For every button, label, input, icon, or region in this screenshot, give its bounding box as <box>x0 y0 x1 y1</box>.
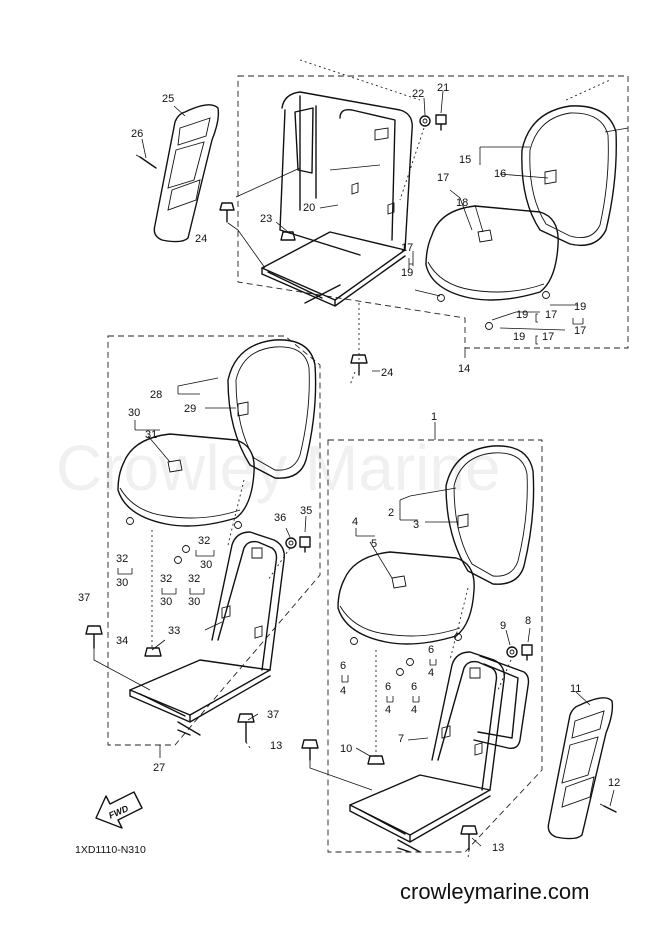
site-credit: crowleymarine.com <box>400 879 590 904</box>
assembly-14-boundary <box>237 75 629 349</box>
callout-4-b: 4 <box>340 685 346 697</box>
callout-23: 23 <box>260 213 272 225</box>
callout-7: 7 <box>398 733 404 745</box>
leader-lines-top <box>141 90 629 372</box>
callout-6-c: 6 <box>385 681 391 693</box>
frame-part-7 <box>349 651 530 853</box>
callout-37-b: 37 <box>267 709 279 721</box>
callout-30-c: 30 <box>116 577 128 589</box>
callout-15: 15 <box>459 154 471 166</box>
callout-24-top: 24 <box>195 233 207 245</box>
frame-part-33 <box>129 531 285 736</box>
callout-30-b: 30 <box>200 559 212 571</box>
leader-lines-right <box>309 422 615 847</box>
side-panel-part-25 <box>153 104 220 243</box>
callout-10: 10 <box>340 743 352 755</box>
assembly-27-boundary <box>107 335 321 746</box>
callout-33: 33 <box>168 625 180 637</box>
side-panel-part-11 <box>547 697 614 840</box>
callout-26: 26 <box>131 128 143 140</box>
callout-4-a: 4 <box>428 667 434 679</box>
callout-32-c: 32 <box>160 573 172 585</box>
callout-19-a: 19 <box>401 267 413 279</box>
seat-cushion-part-17 <box>425 205 559 330</box>
frame-part-20 <box>261 91 413 307</box>
callout-20: 20 <box>303 202 315 214</box>
callout-24-bottom: 24 <box>381 367 393 379</box>
callout-numbers: 25 26 22 21 24 23 20 15 16 17 18 17 19 1… <box>78 82 620 854</box>
callout-5: 5 <box>371 538 377 550</box>
callout-6-b: 6 <box>340 660 346 672</box>
callout-13-b: 13 <box>492 842 504 854</box>
callout-25: 25 <box>162 93 174 105</box>
seat-cushion-part-4 <box>337 551 475 676</box>
callout-12: 12 <box>608 777 620 789</box>
callout-30-e: 30 <box>188 596 200 608</box>
callout-17-b: 17 <box>401 242 413 254</box>
callout-34: 34 <box>116 635 128 647</box>
callout-11: 11 <box>570 683 581 695</box>
callout-17-d: 17 <box>545 309 557 321</box>
callout-2: 2 <box>388 507 394 519</box>
callout-22: 22 <box>412 88 424 100</box>
callout-19-b: 19 <box>574 301 586 313</box>
callout-36: 36 <box>274 512 286 524</box>
callout-35: 35 <box>300 505 312 517</box>
watermark: Crowley Marine <box>56 432 501 504</box>
callout-19-c: 19 <box>516 309 528 321</box>
callout-30-d: 30 <box>160 596 172 608</box>
assembly-1-boundary <box>327 439 543 853</box>
fwd-arrow-icon: FWD <box>95 791 143 829</box>
leader-lines-left <box>93 377 307 758</box>
callout-brackets <box>117 258 584 703</box>
callout-17-a: 17 <box>437 172 449 184</box>
callout-17-e: 17 <box>542 331 554 343</box>
callout-4-top: 4 <box>352 516 358 528</box>
callout-32-d: 32 <box>188 573 200 585</box>
callout-6-a: 6 <box>428 644 434 656</box>
callout-17-c: 17 <box>574 325 586 337</box>
callout-18: 18 <box>456 197 468 209</box>
callout-4-c: 4 <box>385 704 391 716</box>
callout-29: 29 <box>184 403 196 415</box>
callout-27: 27 <box>153 762 165 774</box>
callout-37-a: 37 <box>78 592 90 604</box>
drawing-code: 1XD1110-N310 <box>75 844 146 856</box>
callout-9: 9 <box>500 620 506 632</box>
seat-cushion-part-30 <box>117 433 255 564</box>
assembly-lines-top <box>299 59 611 386</box>
callout-14: 14 <box>458 363 470 375</box>
callout-6-d: 6 <box>411 681 417 693</box>
callout-4-d: 4 <box>411 704 417 716</box>
seat-backrest-part-15 <box>521 105 617 247</box>
callout-8: 8 <box>525 615 531 627</box>
callout-13-a: 13 <box>270 740 282 752</box>
callout-19-d: 19 <box>513 331 525 343</box>
callout-21: 21 <box>437 82 449 94</box>
callout-32-b: 32 <box>116 553 128 565</box>
callout-16: 16 <box>494 168 506 180</box>
seat-backrest-part-28 <box>227 339 317 479</box>
callout-1: 1 <box>431 411 437 423</box>
seat-backrest-part-2 <box>445 445 535 585</box>
callout-32-a: 32 <box>198 535 210 547</box>
hardware-right <box>301 644 617 851</box>
callout-30-a: 30 <box>128 407 140 419</box>
callout-3: 3 <box>413 519 419 531</box>
callout-31: 31 <box>145 429 157 441</box>
callout-28: 28 <box>150 389 162 401</box>
